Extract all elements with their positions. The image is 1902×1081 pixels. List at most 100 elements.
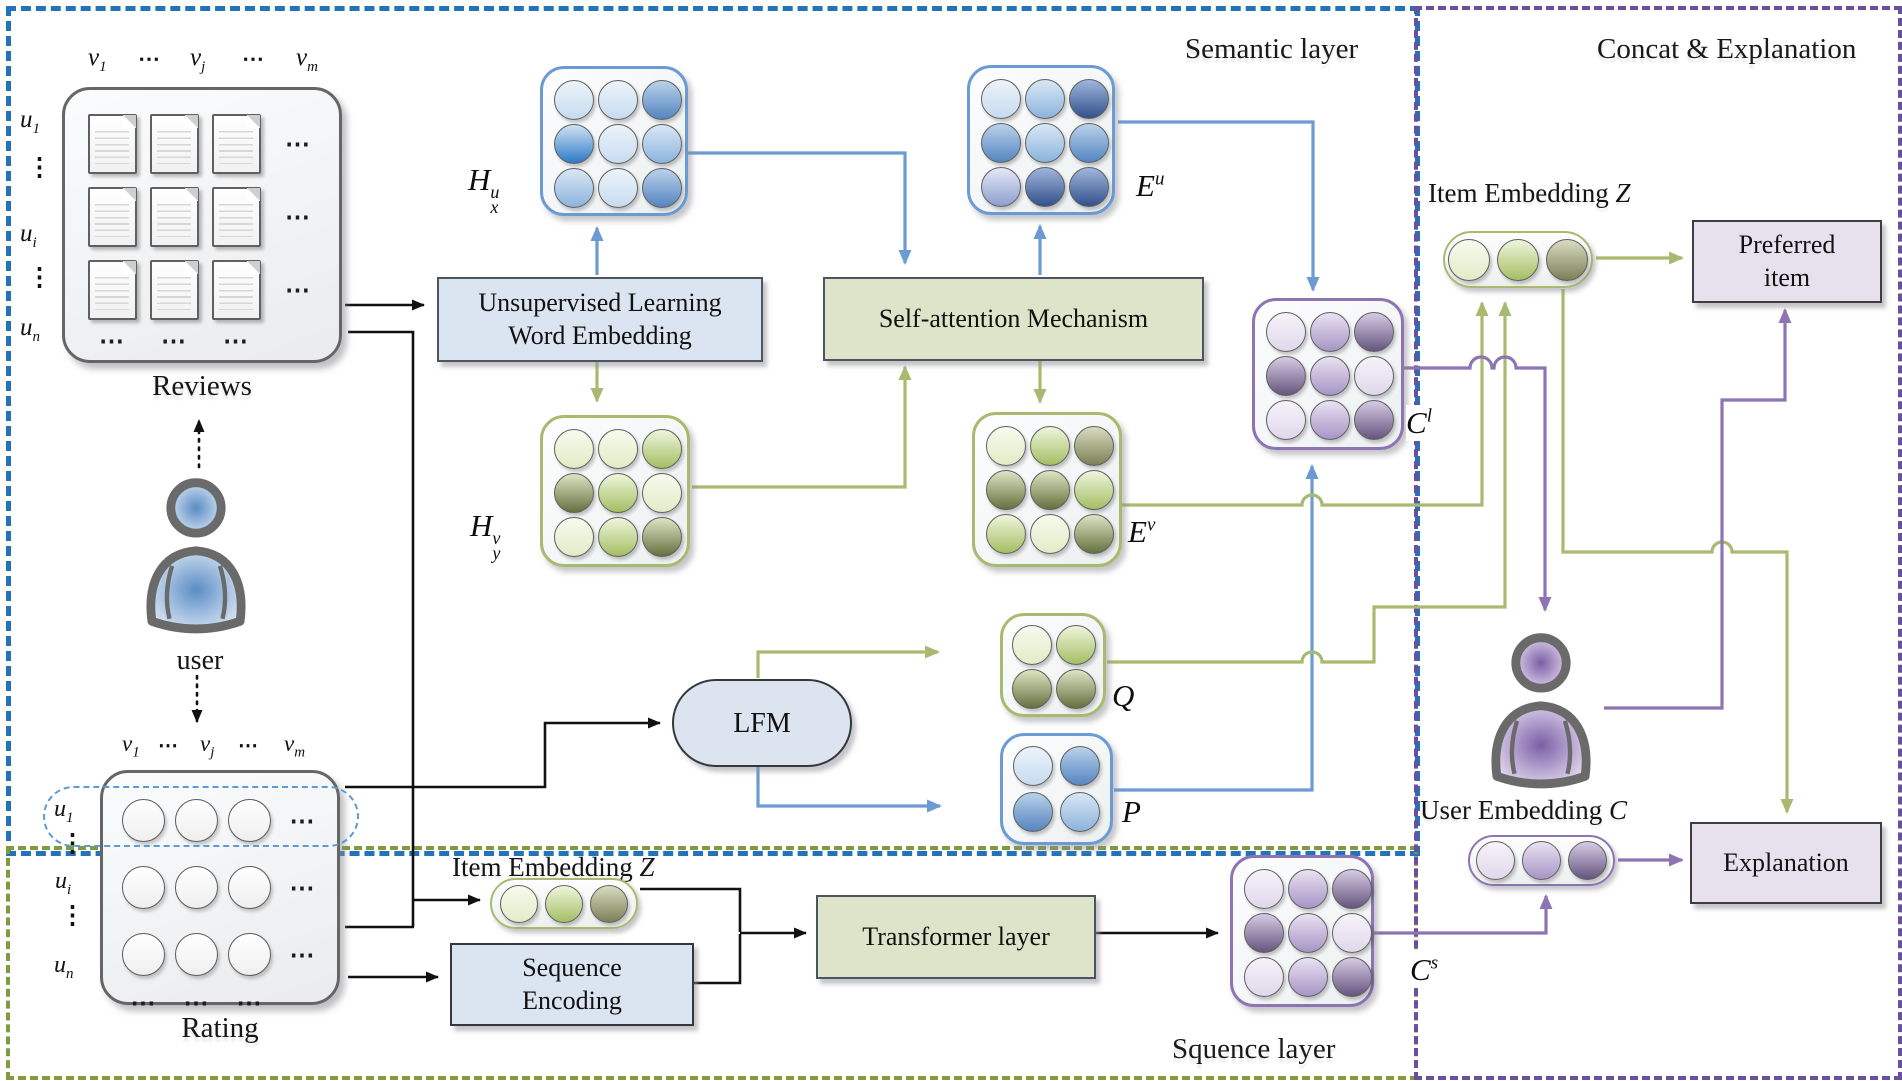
matrix-cell [598, 517, 638, 557]
rating-cell [122, 933, 165, 976]
matrix-eu [967, 65, 1115, 215]
ellipsis: ⋯ [99, 328, 125, 355]
row-label-u1: u1 [54, 796, 74, 826]
matrix-cell [598, 473, 638, 513]
self-attention-box: Self-attention Mechanism [823, 277, 1204, 361]
user-icon-blue [146, 478, 246, 634]
embedding-cell [1546, 238, 1588, 281]
document-icon [211, 259, 261, 320]
sequence-layer-label: Squence layer [1172, 1033, 1336, 1065]
word-embedding-line1: Unsupervised Learning [478, 288, 722, 317]
item-embedding-bottom-label: Item Embedding Z [452, 852, 655, 882]
matrix-cell [1069, 167, 1109, 207]
reviews-matrix: ⋯ ⋯ ⋯ ⋯ ⋯ ⋯ [62, 87, 342, 363]
matrix-cell [1030, 470, 1070, 510]
matrix-cell [1310, 312, 1350, 352]
matrix-cell [554, 517, 594, 557]
concat-explanation-region [1414, 6, 1902, 1080]
preferred-item-line2: item [1763, 262, 1811, 292]
matrix-cell [1012, 625, 1052, 665]
matrix-cell [1288, 913, 1328, 953]
matrix-hxu [540, 66, 688, 216]
matrix-ev [972, 412, 1122, 567]
ellipsis: ⋯ [289, 941, 316, 969]
matrix-cell [642, 517, 682, 557]
sequence-encoding-line1: Sequence [522, 953, 622, 982]
matrix-cell [598, 429, 638, 469]
v-ellipsis: ⋮ [27, 264, 52, 291]
matrix-cell [642, 473, 682, 513]
item-embedding-bottom-pill [490, 878, 638, 929]
matrix-cell [554, 124, 594, 164]
sequence-encoding-box: Sequence Encoding [450, 943, 694, 1026]
rating-cell [228, 933, 271, 976]
matrix-cell [1332, 869, 1372, 909]
item-embedding-top-pill [1443, 231, 1593, 288]
rating-matrix: ⋯ ⋯ ⋯ ⋯ ⋯ ⋯ [100, 770, 340, 1017]
lfm-label: LFM [733, 707, 791, 739]
matrix-cell [554, 80, 594, 120]
v-ellipsis: ⋮ [27, 154, 52, 181]
embedding-cell [500, 884, 538, 923]
row-label-un: un [54, 952, 74, 982]
matrix-cell [1069, 79, 1109, 119]
matrix-cell [1025, 123, 1065, 163]
col-label-v1: v1 [122, 731, 140, 761]
matrix-cell [986, 426, 1026, 466]
col-label-v1: v1 [88, 44, 107, 75]
matrix-cell [642, 124, 682, 164]
matrix-cell [642, 168, 682, 208]
matrix-cell [1074, 470, 1114, 510]
matrix-cell [1074, 426, 1114, 466]
user-row-highlight [43, 786, 359, 847]
matrix-cell [554, 429, 594, 469]
v-ellipsis: ⋮ [60, 830, 85, 857]
label-cl: Cl [1406, 405, 1432, 441]
document-icon [87, 113, 137, 174]
matrix-q [1000, 613, 1106, 717]
ellipsis: ⋯ [242, 46, 264, 71]
semantic-layer-label: Semantic layer [1185, 33, 1359, 65]
user-caption: user [176, 645, 224, 676]
matrix-cell [1012, 669, 1052, 709]
matrix-cell [1244, 957, 1284, 997]
matrix-cell [1266, 356, 1306, 396]
matrix-cell [1266, 312, 1306, 352]
preferred-item-box: Preferred item [1692, 220, 1882, 303]
preferred-item-line1: Preferred [1738, 230, 1836, 259]
document-icon [87, 259, 137, 320]
embedding-cell [590, 884, 628, 923]
matrix-cell [642, 80, 682, 120]
rating-cell [228, 866, 271, 909]
matrix-cell [1059, 746, 1100, 786]
user-icon-purple [1491, 633, 1591, 789]
label-q: Q [1112, 678, 1135, 713]
matrix-cell [1288, 957, 1328, 997]
embedding-cell [1568, 841, 1607, 880]
matrix-cell [1244, 913, 1284, 953]
matrix-cell [1288, 869, 1328, 909]
user-embedding-pill [1468, 835, 1615, 886]
matrix-cell [1030, 426, 1070, 466]
ellipsis: ⋯ [238, 735, 258, 757]
document-icon [149, 186, 199, 247]
word-embedding-line2: Word Embedding [508, 320, 692, 350]
sequence-encoding-line2: Encoding [522, 985, 622, 1015]
matrix-cell [1025, 167, 1065, 207]
row-label-un: un [20, 314, 40, 345]
ellipsis: ⋯ [183, 990, 210, 1017]
embedding-cell [1448, 238, 1490, 281]
matrix-cell [1059, 792, 1100, 832]
matrix-hyv [540, 415, 690, 567]
user-embedding-label: User Embedding C [1420, 795, 1627, 825]
col-label-vj: vj [190, 44, 206, 75]
document-icon [211, 186, 261, 247]
matrix-cell [1310, 400, 1350, 440]
embedding-cell [1497, 238, 1539, 281]
explanation-box: Explanation [1690, 822, 1882, 904]
col-label-vm: vm [296, 44, 318, 75]
self-attention-label: Self-attention Mechanism [878, 303, 1149, 333]
